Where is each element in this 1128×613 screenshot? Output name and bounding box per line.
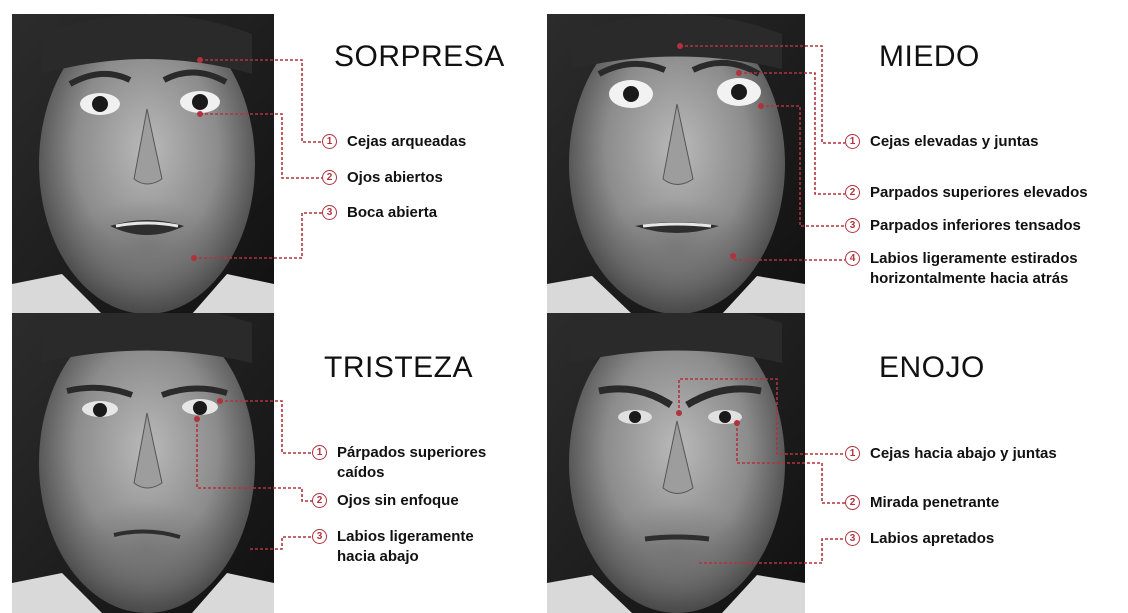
- leader-lines-tristeza: [194, 398, 312, 550]
- feature-label: Labios ligeramente hacia abajo: [337, 528, 474, 565]
- feature-label: Labios ligeramente estirados horizontalm…: [870, 250, 1078, 287]
- feature-label: Parpados superiores elevados: [870, 184, 1088, 201]
- number-badge: 2: [845, 185, 860, 200]
- feature-enojo-2: 2 Mirada penetrante: [845, 493, 999, 513]
- emotion-title-enojo: ENOJO: [879, 351, 985, 384]
- number-badge: 2: [322, 170, 337, 185]
- number-badge: 3: [845, 531, 860, 546]
- feature-miedo-2: 2 Parpados superiores elevados: [845, 183, 1088, 203]
- feature-enojo-1: 1 Cejas hacia abajo y juntas: [845, 444, 1057, 464]
- feature-sorpresa-1: 1 Cejas arqueadas: [322, 132, 466, 152]
- emotion-title-sorpresa: SORPRESA: [334, 40, 505, 73]
- feature-label: Ojos sin enfoque: [337, 492, 459, 509]
- feature-tristeza-2: 2 Ojos sin enfoque: [312, 491, 459, 511]
- number-badge: 1: [322, 134, 337, 149]
- number-badge: 2: [312, 493, 327, 508]
- face-photo-tristeza: [12, 313, 274, 613]
- feature-label: Cejas hacia abajo y juntas: [870, 445, 1057, 462]
- number-badge: 1: [312, 445, 327, 460]
- feature-miedo-3: 3 Parpados inferiores tensados: [845, 216, 1081, 236]
- feature-label: Párpados superiores caídos: [337, 444, 487, 481]
- feature-label: Boca abierta: [347, 204, 438, 221]
- feature-label: Cejas elevadas y juntas: [870, 133, 1039, 150]
- feature-miedo-1: 1 Cejas elevadas y juntas: [845, 132, 1038, 152]
- feature-label: Mirada penetrante: [870, 494, 1000, 511]
- panel-sorpresa: SORPRESA 1 Cejas arqueadas 2 Ojos abiert…: [12, 14, 572, 314]
- number-badge: 1: [845, 134, 860, 149]
- emotion-title-miedo: MIEDO: [879, 40, 980, 73]
- number-badge: 3: [845, 218, 860, 233]
- number-badge: 3: [312, 529, 327, 544]
- panel-tristeza: TRISTEZA 1 Párpados superiores caídos 2 …: [12, 313, 572, 613]
- number-badge: 3: [322, 205, 337, 220]
- feature-sorpresa-2: 2 Ojos abiertos: [322, 168, 443, 188]
- emotion-title-tristeza: TRISTEZA: [324, 351, 474, 384]
- feature-sorpresa-3: 3 Boca abierta: [322, 203, 437, 223]
- feature-enojo-3: 3 Labios apretados: [845, 529, 994, 549]
- number-badge: 1: [845, 446, 860, 461]
- panel-miedo: MIEDO 1 Cejas elevadas y juntas 2 Parpad…: [547, 14, 1128, 314]
- feature-tristeza-1: 1 Párpados superiores caídos: [312, 443, 486, 483]
- feature-label: Labios apretados: [870, 530, 995, 547]
- number-badge: 4: [845, 251, 860, 266]
- feature-miedo-4: 4 Labios ligeramente estirados horizonta…: [845, 249, 1078, 289]
- feature-label: Cejas arqueadas: [347, 133, 467, 150]
- feature-label: Parpados inferiores tensados: [870, 217, 1081, 234]
- panel-enojo: ENOJO 1 Cejas hacia abajo y juntas 2 Mir…: [547, 313, 1128, 613]
- number-badge: 2: [845, 495, 860, 510]
- feature-label: Ojos abiertos: [347, 169, 443, 186]
- feature-tristeza-3: 3 Labios ligeramente hacia abajo: [312, 527, 474, 567]
